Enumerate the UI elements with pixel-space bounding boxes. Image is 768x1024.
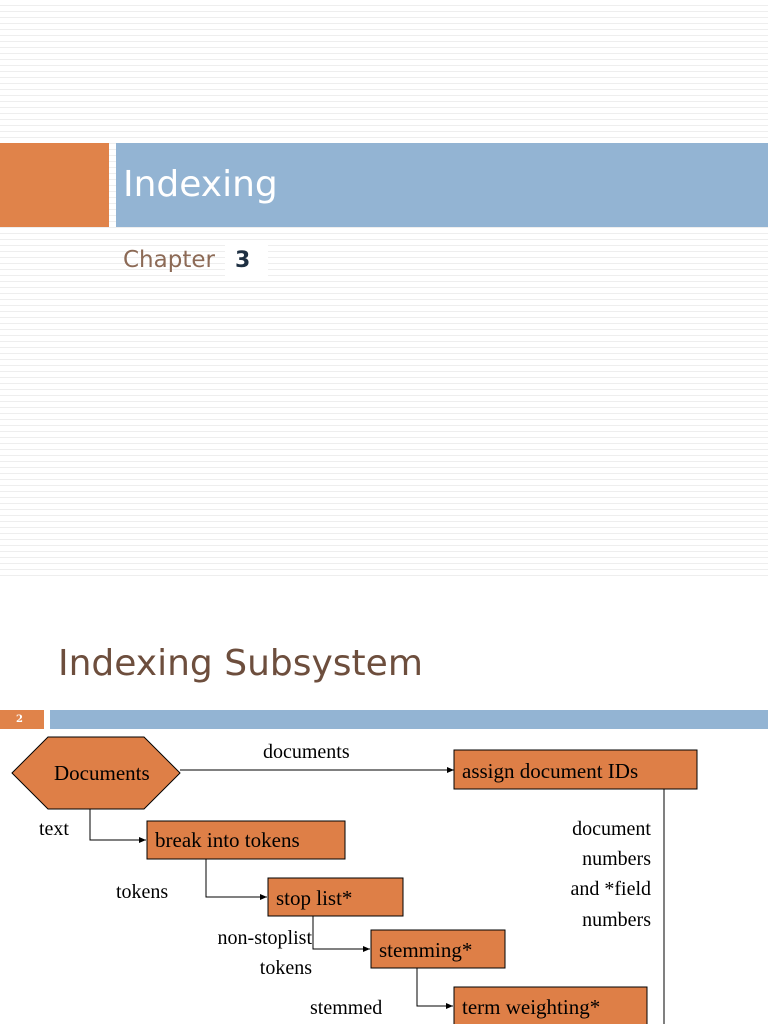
- node-break-tokens-label: break into tokens: [155, 828, 300, 852]
- edge-label-documents: documents: [263, 741, 350, 763]
- edge-stemming-to-weighting: [416, 968, 453, 1009]
- content-slide: Indexing Subsystem 2 Documents assign do…: [0, 600, 768, 1024]
- edge-label-doc-numbers-2: numbers: [582, 848, 651, 870]
- node-documents-shape: [11, 736, 181, 810]
- edge-label-stemmed: stemmed: [310, 997, 382, 1019]
- subtitle-label: Chapter: [123, 247, 215, 273]
- edge-label-doc-numbers-3: and *field: [570, 878, 651, 900]
- node-term-weighting-shape: [453, 986, 648, 1024]
- node-assign-ids-label: assign document IDs: [462, 759, 638, 783]
- edge-stoplist-to-stemming: [312, 916, 370, 952]
- indexing-flow-diagram: Documents assign document IDs break into…: [11, 736, 698, 1024]
- slide-number: 2: [0, 710, 44, 729]
- title-bar: Indexing: [116, 143, 768, 227]
- accent-block: [0, 143, 109, 227]
- node-stemming-shape: [370, 929, 506, 969]
- slide-title: Indexing: [123, 164, 278, 205]
- edge-label-doc-numbers-1: document: [572, 818, 651, 840]
- edge-label-tokens: tokens: [116, 881, 168, 903]
- node-documents-label: Documents: [54, 761, 150, 785]
- slide-title: Indexing Subsystem: [58, 643, 423, 684]
- node-stop-list-label: stop list*: [276, 886, 352, 910]
- node-stemming-label: stemming*: [379, 938, 472, 962]
- edge-label-text: text: [39, 818, 69, 840]
- node-stop-list-shape: [267, 877, 404, 917]
- node-term-weighting-label: term weighting*: [462, 995, 600, 1019]
- chapter-number: 3: [224, 241, 269, 279]
- slide-subtitle: Chapter 3: [123, 237, 269, 283]
- node-assign-ids-shape: [453, 749, 698, 790]
- edge-label-non-stoplist-tokens: tokens: [260, 957, 312, 979]
- node-break-tokens-shape: [146, 820, 346, 860]
- title-slide: Indexing Chapter 3: [0, 0, 768, 580]
- header-bar: [50, 710, 768, 729]
- edge-label-doc-numbers-4: numbers: [582, 909, 651, 931]
- edge-label-non-stoplist: non-stoplist: [218, 927, 313, 949]
- edge-tokens-to-stoplist: [205, 859, 267, 900]
